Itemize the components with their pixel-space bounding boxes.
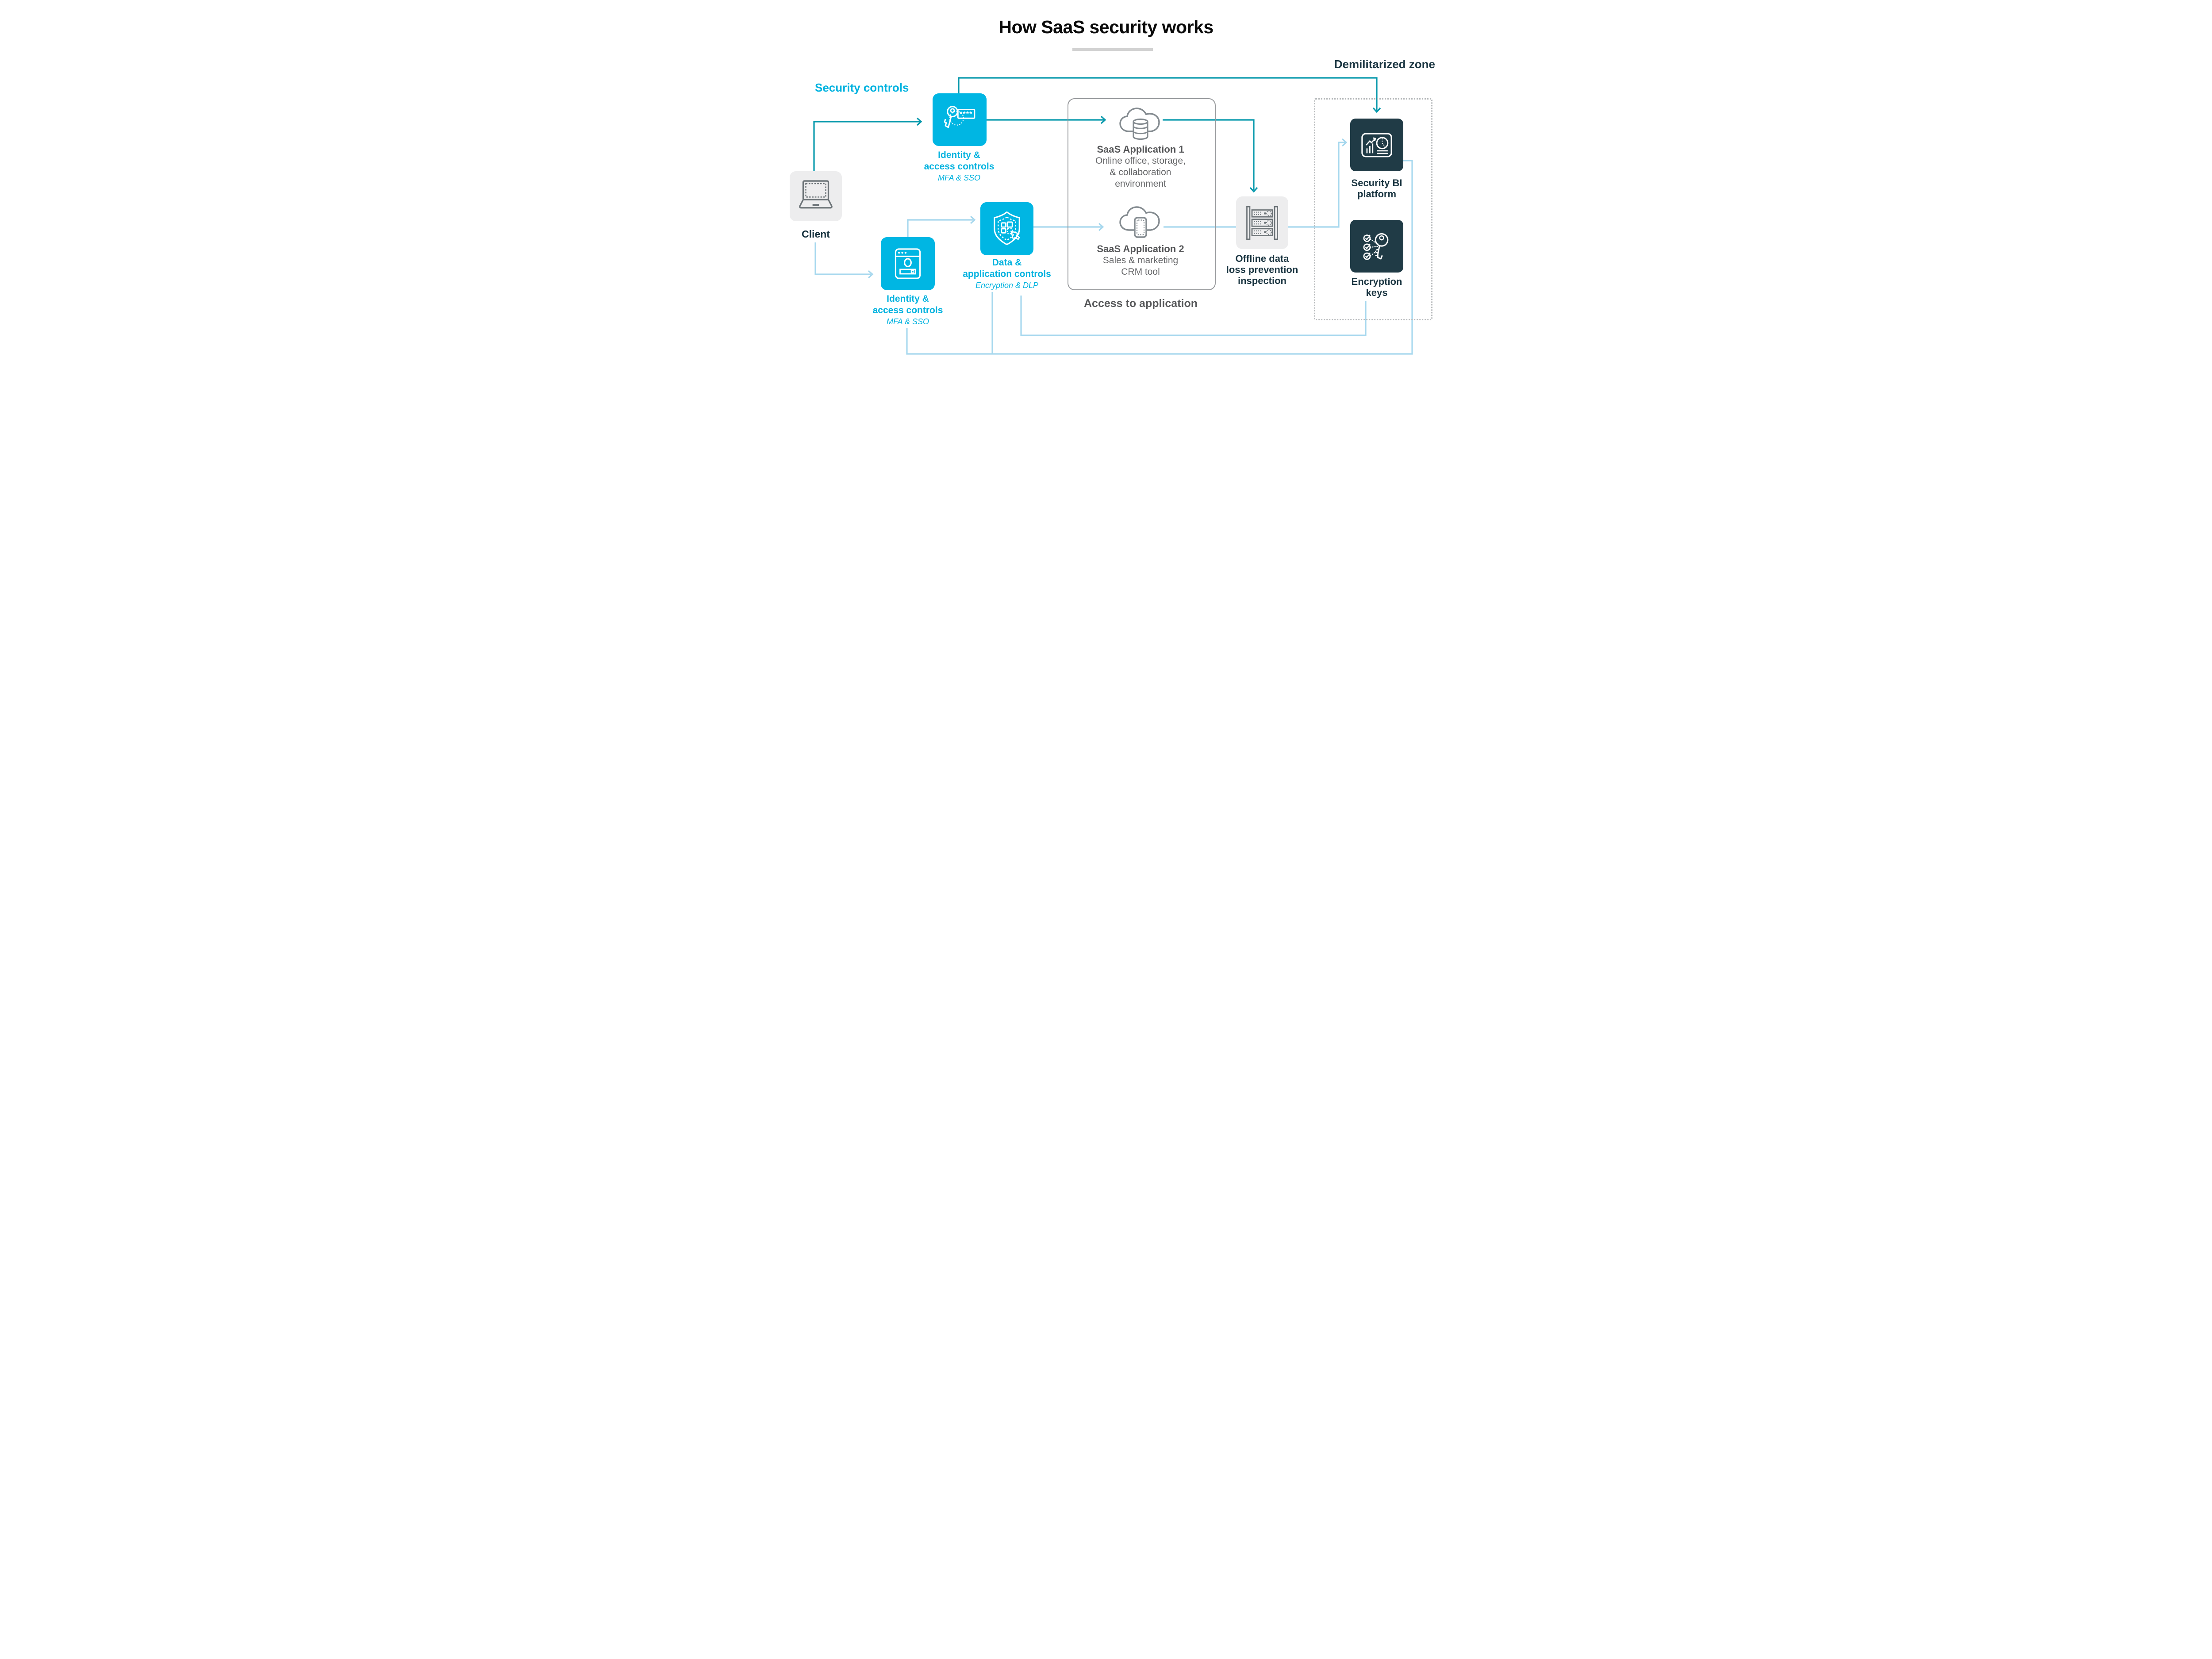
security-bi-line1: Security BI	[1351, 177, 1402, 188]
page-title: How SaaS security works	[998, 17, 1214, 37]
line-data-controls-to-encryption-keys	[1020, 296, 1367, 336]
saas-application-2-label: SaaS Application 2 Sales & marketing CRM…	[1097, 243, 1184, 278]
key-checklist-icon	[1363, 233, 1389, 260]
identity-2-line2: access controls	[872, 305, 943, 315]
saas-2-line1: Sales & marketing	[1102, 255, 1179, 265]
client-label-text: Client	[802, 228, 830, 240]
encryption-keys-label: Encryption keys	[1352, 276, 1402, 298]
cloud-database-icon	[1119, 108, 1160, 140]
saas-2-title: SaaS Application 2	[1097, 243, 1184, 254]
saas-application-1-label: SaaS Application 1 Online office, storag…	[1095, 143, 1186, 190]
saas-1-line1: Online office, storage,	[1095, 156, 1186, 166]
key-password-icon: ****	[944, 105, 975, 128]
password-mask-text: ****	[960, 110, 973, 118]
client-label: Client	[802, 228, 830, 240]
arrow-identity-2-to-data-controls	[907, 219, 973, 237]
saas-1-title: SaaS Application 1	[1097, 144, 1184, 155]
identity-1-line1: Identity &	[938, 150, 980, 160]
saas-2-line2: CRM tool	[1121, 267, 1160, 277]
arrow-identity-1-to-dmz	[958, 77, 1378, 111]
identity-access-controls-2-box	[881, 237, 935, 290]
data-application-controls-label: Data & application controls Encryption &…	[963, 257, 1051, 291]
saas-security-diagram: How SaaS security works Security control…	[765, 0, 1447, 383]
saas-1-line2: & collaboration	[1110, 167, 1171, 177]
arrowhead-saas-1-to-offline	[1249, 187, 1258, 193]
encryption-keys-box	[1350, 220, 1403, 273]
data-application-controls-box	[980, 202, 1033, 255]
data-controls-line1: Data &	[992, 257, 1022, 268]
arrow-client-to-identity-2	[814, 242, 871, 275]
offline-dlp-label: Offline data loss prevention inspection	[1226, 253, 1298, 286]
access-to-application-label: Access to application	[1083, 297, 1198, 310]
identity-access-controls-1-label: Identity & access controls MFA & SSO	[924, 150, 995, 184]
demilitarized-zone-label: Demilitarized zone	[1334, 58, 1435, 71]
arrowhead-identity-1-to-dmz	[1372, 107, 1381, 113]
arrowhead-client-to-identity-2	[868, 270, 874, 279]
arrowhead-identity-2-to-data-controls	[970, 215, 976, 224]
offline-line1: Offline data	[1235, 253, 1289, 264]
encryption-keys-line2: keys	[1366, 287, 1388, 298]
arrowhead-data-controls-to-saas-2	[1098, 223, 1104, 231]
data-controls-line2: application controls	[963, 269, 1051, 279]
arrowhead-offline-to-security-bi	[1341, 138, 1348, 147]
security-controls-label: Security controls	[815, 81, 909, 94]
server-rack-icon	[1246, 206, 1278, 240]
identity-access-controls-2-label: Identity & access controls MFA & SSO	[873, 293, 943, 327]
bi-dashboard-icon	[1361, 133, 1392, 157]
client-box	[790, 171, 842, 221]
security-bi-box	[1350, 119, 1403, 171]
offline-line2: loss prevention	[1226, 264, 1298, 275]
access-to-application-container	[1068, 98, 1216, 290]
saas-1-line3: environment	[1115, 179, 1166, 189]
laptop-icon	[799, 180, 833, 208]
cloud-app-icon	[1119, 206, 1160, 238]
arrow-saas-1-to-offline	[1163, 119, 1255, 190]
security-bi-label: Security BI platform	[1352, 177, 1402, 200]
identity-access-controls-1-box: ****	[933, 93, 987, 146]
line-security-bi-feedback-loop	[906, 160, 1413, 355]
encryption-keys-line1: Encryption	[1351, 276, 1402, 287]
demilitarized-zone-border	[1314, 98, 1432, 320]
identity-1-subtitle: MFA & SSO	[937, 173, 981, 182]
security-bi-line2: platform	[1357, 188, 1396, 200]
identity-2-subtitle: MFA & SSO	[886, 317, 929, 326]
arrowhead-client-to-identity-1	[916, 117, 922, 126]
shield-apps-cursor-icon	[994, 211, 1020, 246]
browser-window-icon	[895, 248, 921, 279]
title-underline	[1072, 48, 1153, 51]
data-controls-subtitle: Encryption & DLP	[975, 281, 1039, 290]
offline-dlp-box	[1236, 196, 1288, 249]
arrow-offline-to-security-bi	[1288, 142, 1345, 228]
arrowhead-identity-1-to-saas-1	[1100, 115, 1106, 124]
identity-2-line1: Identity &	[887, 294, 929, 304]
arrow-client-to-identity-1	[813, 121, 920, 171]
identity-1-line2: access controls	[924, 161, 995, 172]
offline-line3: inspection	[1237, 275, 1286, 286]
